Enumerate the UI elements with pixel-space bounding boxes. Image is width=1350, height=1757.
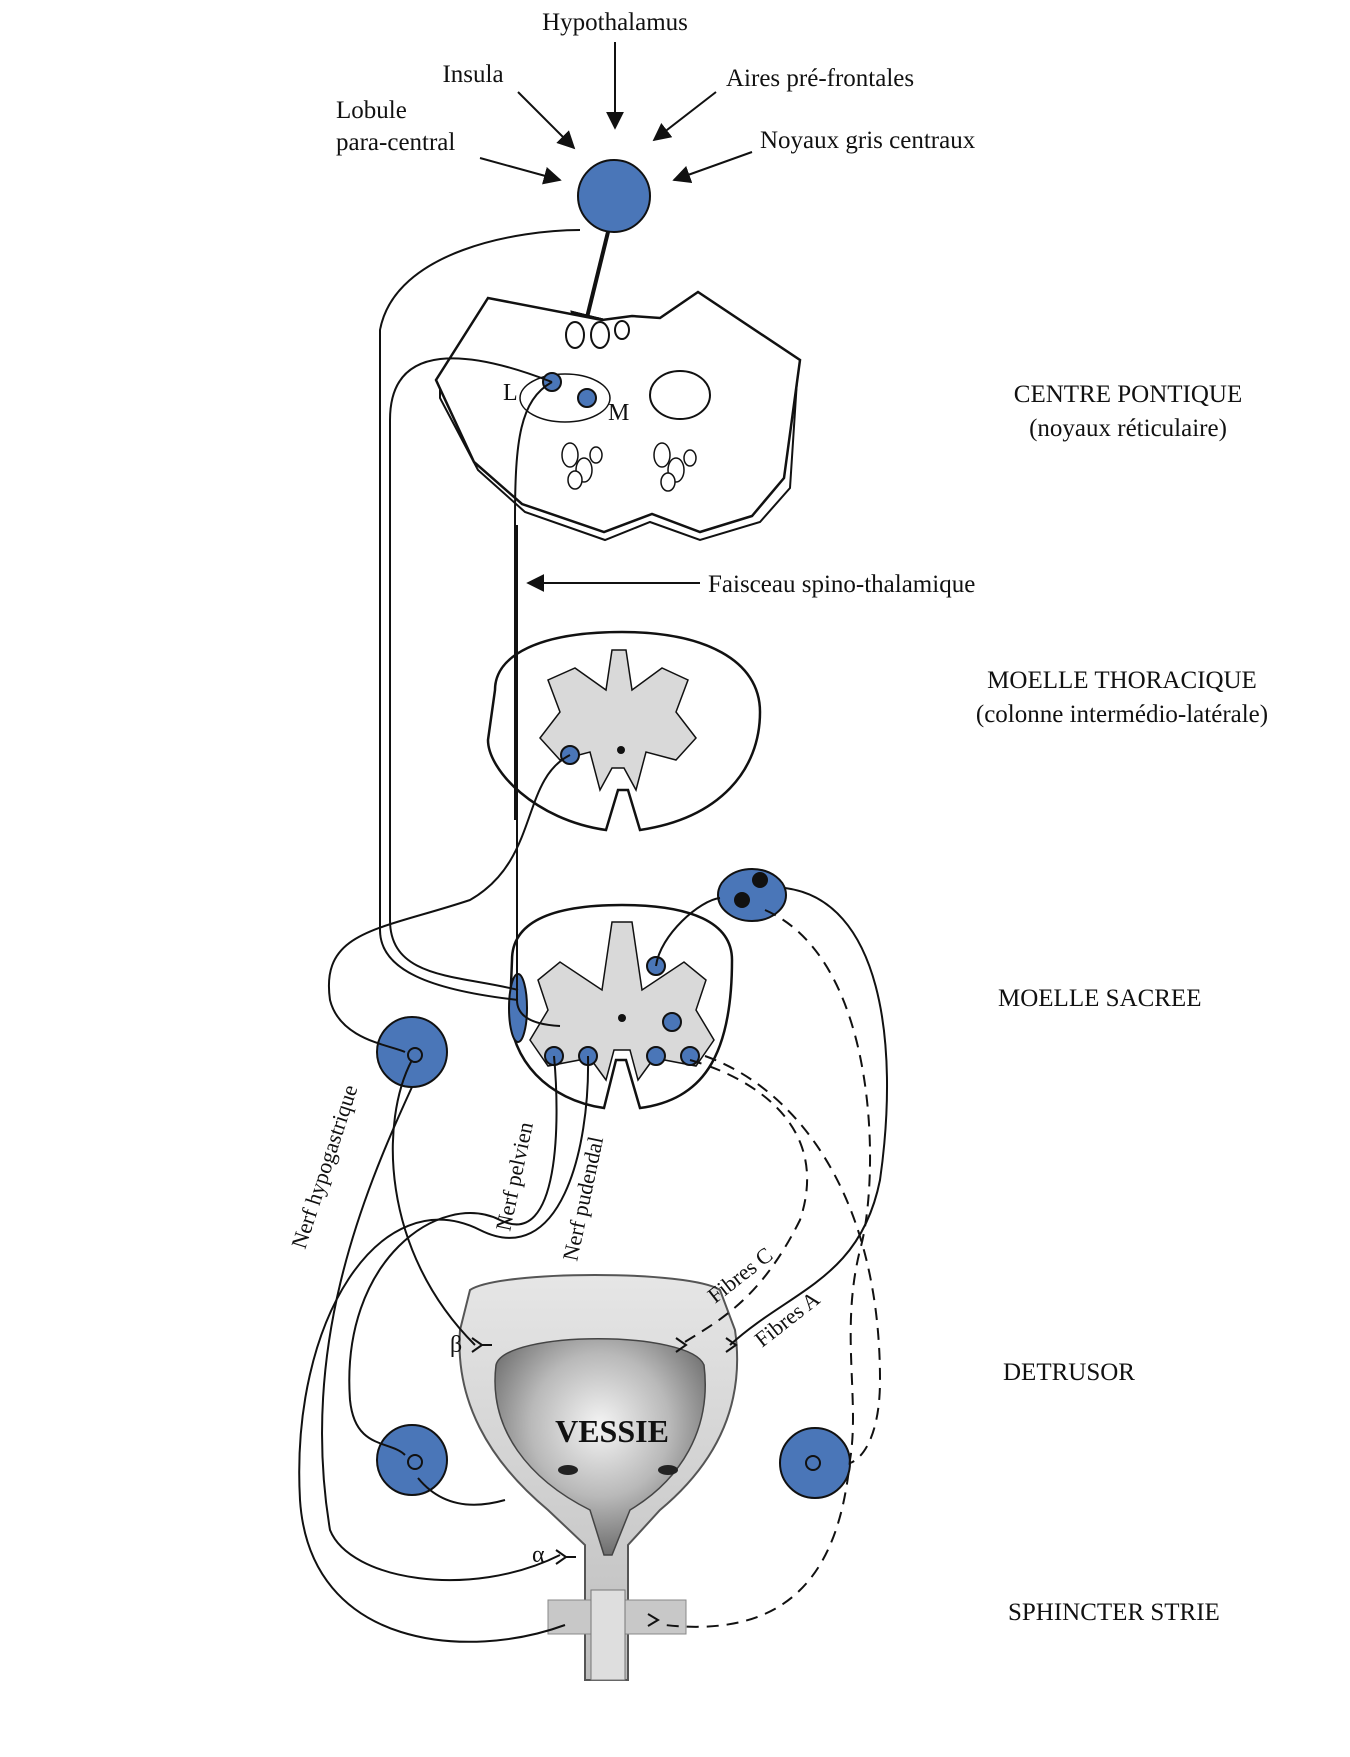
label-nerf-pelvien: Nerf pelvien — [490, 1120, 537, 1233]
hypogastric-ganglion — [377, 1017, 447, 1087]
label-vessie: VESSIE — [555, 1413, 669, 1449]
arrow-lobule — [480, 158, 560, 180]
ureter-orifice-right — [658, 1465, 678, 1475]
synapse-alpha — [556, 1550, 576, 1564]
label-centre-pontique: CENTRE PONTIQUE — [1014, 381, 1242, 408]
label-noyaux-reticulaire: (noyaux réticulaire) — [1029, 415, 1227, 442]
pons-aqueduct-c — [615, 321, 629, 339]
label-colonne-intermedio: (colonne intermédio-latérale) — [976, 701, 1268, 728]
label-insula: Insula — [442, 61, 503, 88]
pons-marker-l: L — [503, 380, 518, 406]
label-nerf-hypogastrique: Nerf hypogastrique — [286, 1082, 362, 1252]
label-lobule-line1: Lobule — [336, 97, 407, 124]
label-fibres-a: Fibres A — [750, 1286, 825, 1352]
arrow-insula — [518, 92, 574, 148]
label-nerf-pudendal: Nerf pudendal — [557, 1134, 608, 1263]
label-sphincter-strie: SPHINCTER STRIE — [1008, 1599, 1220, 1626]
sacral-neuron-sensory-a — [647, 1047, 665, 1065]
pons-aqueduct-b — [591, 322, 609, 348]
dorsal-root-ganglion — [718, 869, 786, 921]
ureter-orifice-left — [558, 1465, 578, 1475]
label-moelle-thoracique: MOELLE THORACIQUE — [987, 667, 1257, 694]
label-faisceau: Faisceau spino-thalamique — [708, 571, 975, 598]
arrow-aires-prefrontales — [654, 92, 716, 140]
drg-cell-2 — [734, 892, 750, 908]
pons-neuron-m — [578, 389, 596, 407]
drg-cell-1 — [752, 872, 768, 888]
pelvic-ganglion-right — [780, 1428, 850, 1498]
pons-aqueduct-a — [566, 322, 584, 348]
pons-nucleus-right — [650, 371, 710, 419]
label-detrusor: DETRUSOR — [1003, 1359, 1135, 1386]
arrow-noyaux-gris — [674, 152, 752, 180]
sacral-neuron-inter — [663, 1013, 681, 1031]
pelvic-ganglion-left — [377, 1425, 447, 1495]
cortical-neuron — [578, 160, 650, 232]
label-noyaux-gris: Noyaux gris centraux — [760, 127, 976, 154]
label-alpha: α — [532, 1542, 545, 1568]
urethra — [591, 1590, 625, 1680]
sacral-central-canal — [618, 1014, 626, 1022]
label-aires-prefrontales: Aires pré-frontales — [726, 65, 914, 92]
thoracic-central-canal — [617, 746, 625, 754]
label-moelle-sacree: MOELLE SACREE — [998, 985, 1201, 1012]
label-hypothalamus: Hypothalamus — [542, 9, 688, 36]
label-beta: β — [450, 1332, 462, 1358]
label-lobule-line2: para-central — [336, 129, 455, 156]
pons-marker-m: M — [608, 400, 629, 426]
